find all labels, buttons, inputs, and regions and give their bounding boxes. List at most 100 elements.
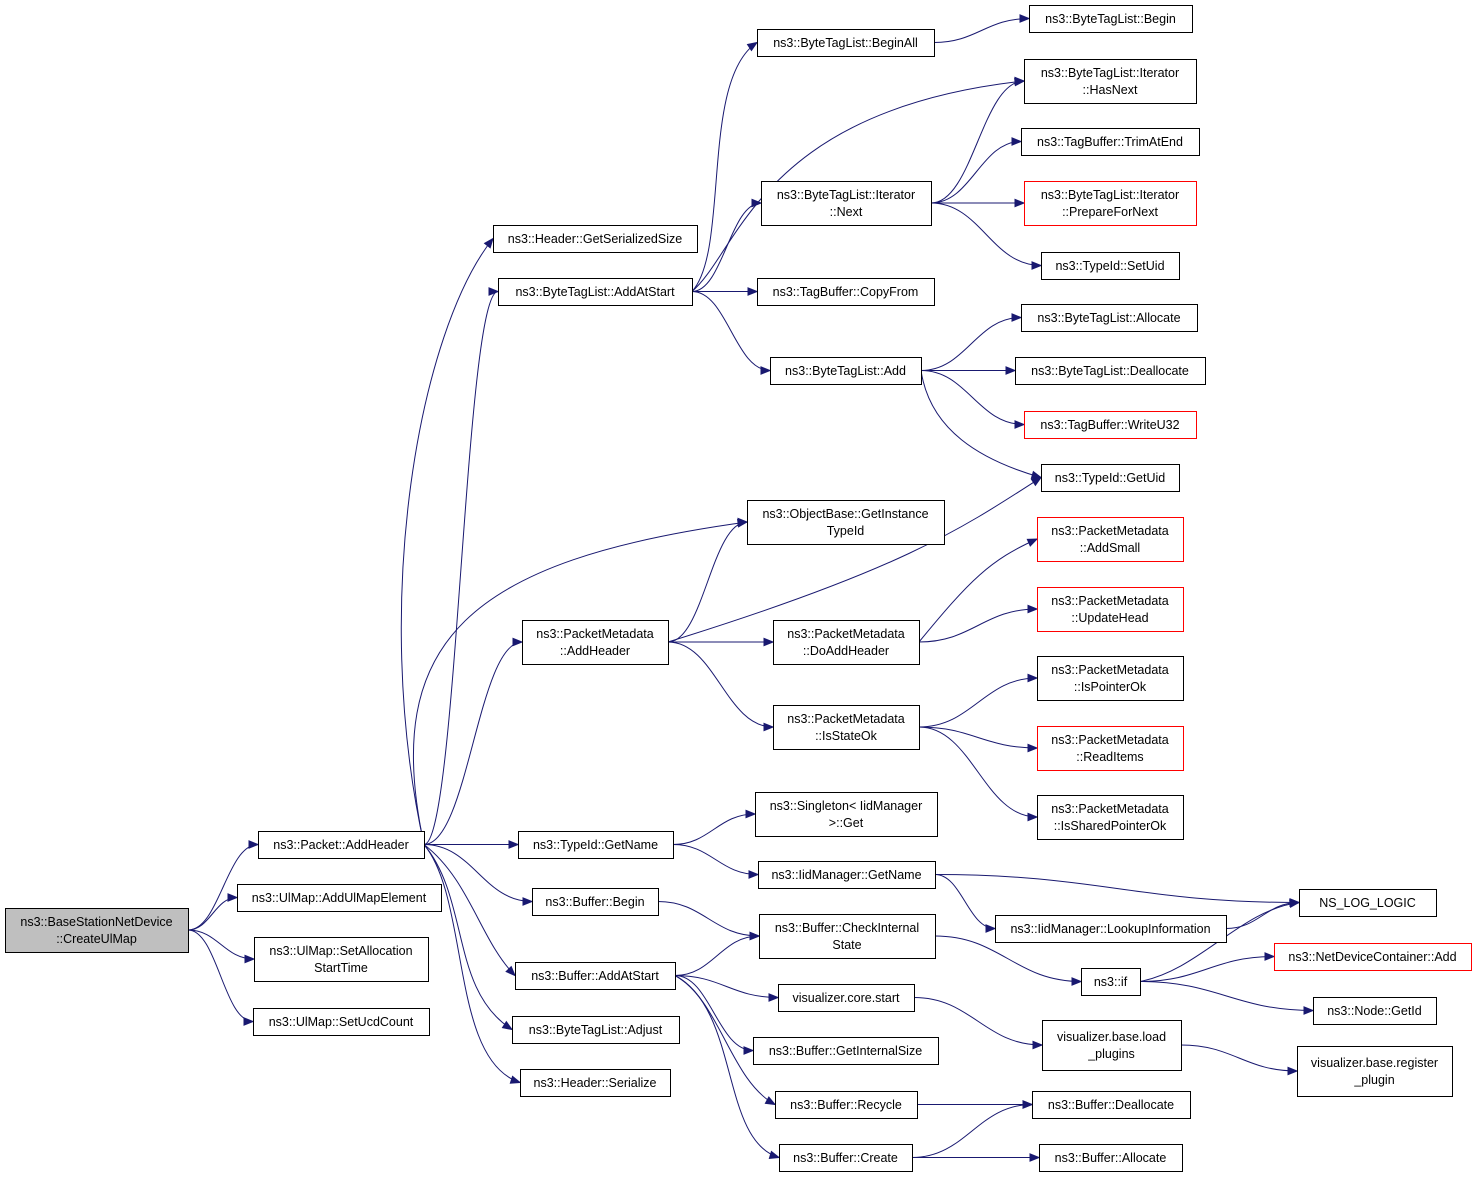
- node-label: ns3::TypeId::GetUid: [1055, 471, 1166, 485]
- node-label: ns3::ByteTagList::Iterator: [1041, 66, 1179, 80]
- call-edge-btl_add-to-tb_writeu32: [920, 370, 1026, 429]
- graph-node-buf-begin[interactable]: ns3::Buffer::Begin: [532, 888, 659, 916]
- graph-node-vis-base-register[interactable]: visualizer.base.register_plugin: [1297, 1046, 1453, 1097]
- node-label: visualizer.core.start: [793, 991, 901, 1005]
- graph-node-pm-readitems[interactable]: ns3::PacketMetadata::ReadItems: [1037, 726, 1184, 771]
- graph-node-buf-addatstart[interactable]: ns3::Buffer::AddAtStart: [515, 962, 676, 990]
- graph-node-tb-writeu32[interactable]: ns3::TagBuffer::WriteU32: [1024, 411, 1197, 439]
- node-label: ns3::TagBuffer::WriteU32: [1040, 418, 1179, 432]
- graph-node-root[interactable]: ns3::BaseStationNetDevice::CreateUlMap: [5, 908, 189, 953]
- graph-node-pm-addsmall[interactable]: ns3::PacketMetadata::AddSmall: [1037, 517, 1184, 562]
- call-edge-root-to-ulmap_setucd: [187, 929, 255, 1026]
- graph-node-tb-trimatend[interactable]: ns3::TagBuffer::TrimAtEnd: [1021, 128, 1200, 156]
- node-label: ns3::ObjectBase::GetInstance: [762, 507, 928, 521]
- graph-node-pm-addheader[interactable]: ns3::PacketMetadata::AddHeader: [522, 620, 669, 665]
- call-edge-vis_base_load-to-vis_base_register: [1180, 1044, 1299, 1076]
- graph-node-typeid-getuid[interactable]: ns3::TypeId::GetUid: [1041, 464, 1180, 492]
- node-label: ns3::TypeId::GetName: [533, 838, 658, 852]
- call-edge-pkt_addheader-to-hdr_serialize: [423, 844, 522, 1084]
- node-label: TypeId: [827, 524, 865, 538]
- call-edge-buf_addatstart-to-buf_getintsize: [674, 975, 755, 1055]
- call-edge-root-to-ulmap_setalloc: [187, 929, 256, 964]
- graph-node-btl-add[interactable]: ns3::ByteTagList::Add: [770, 357, 922, 385]
- graph-node-singleton-get[interactable]: ns3::Singleton< IidManager>::Get: [755, 792, 938, 837]
- node-label: ::HasNext: [1083, 83, 1138, 97]
- node-label: ns3::ByteTagList::Adjust: [529, 1023, 663, 1037]
- graph-node-iid-lookup[interactable]: ns3::IidManager::LookupInformation: [995, 915, 1227, 943]
- node-label: ns3::Buffer::Allocate: [1055, 1151, 1167, 1165]
- node-label: ns3::PacketMetadata: [787, 627, 904, 641]
- graph-node-vis-core-start[interactable]: visualizer.core.start: [778, 984, 915, 1012]
- node-label: ns3::PacketMetadata: [787, 712, 904, 726]
- graph-node-pm-doaddheader[interactable]: ns3::PacketMetadata::DoAddHeader: [773, 620, 920, 665]
- call-graph-edges: [187, 14, 1315, 1162]
- graph-node-typeid-setuid[interactable]: ns3::TypeId::SetUid: [1041, 252, 1180, 280]
- node-label: ns3::ByteTagList::AddAtStart: [515, 285, 675, 299]
- graph-node-buf-create[interactable]: ns3::Buffer::Create: [779, 1144, 913, 1172]
- node-label: ns3::PacketMetadata: [1051, 663, 1168, 677]
- graph-node-buf-getintsize[interactable]: ns3::Buffer::GetInternalSize: [753, 1037, 939, 1065]
- node-label: ns3::PacketMetadata: [1051, 524, 1168, 538]
- node-label: ::CreateUlMap: [56, 932, 137, 946]
- node-label: ns3::ByteTagList::Add: [785, 364, 906, 378]
- call-edge-pm_isstateok-to-pm_ispointerok: [918, 673, 1039, 728]
- call-edge-buf_begin-to-buf_checkint: [657, 901, 761, 941]
- call-edge-iid_getname-to-iid_lookup: [934, 874, 997, 933]
- node-label: ::IsStateOk: [815, 729, 878, 743]
- node-label: ns3::IidManager::LookupInformation: [1010, 922, 1210, 936]
- graph-node-pkt-addheader[interactable]: ns3::Packet::AddHeader: [258, 831, 425, 859]
- graph-node-buf-recycle[interactable]: ns3::Buffer::Recycle: [775, 1091, 918, 1119]
- graph-node-ndc-add[interactable]: ns3::NetDeviceContainer::Add: [1274, 943, 1472, 971]
- graph-node-iid-getname[interactable]: ns3::IidManager::GetName: [758, 861, 936, 889]
- node-label: ns3::PacketMetadata: [1051, 594, 1168, 608]
- call-edge-root-to-pkt_addheader: [187, 840, 260, 931]
- graph-node-btl-it-hasnext[interactable]: ns3::ByteTagList::Iterator::HasNext: [1024, 59, 1197, 104]
- graph-node-pm-updatehead[interactable]: ns3::PacketMetadata::UpdateHead: [1037, 587, 1184, 632]
- graph-node-buf-deallocate[interactable]: ns3::Buffer::Deallocate: [1032, 1091, 1191, 1119]
- graph-node-ns3-if[interactable]: ns3::if: [1081, 968, 1141, 996]
- node-label: visualizer.base.load: [1057, 1030, 1166, 1044]
- node-label: ::IsPointerOk: [1074, 680, 1147, 694]
- node-label: ns3::UlMap::AddUlMapElement: [252, 891, 427, 905]
- graph-node-btl-deallocate[interactable]: ns3::ByteTagList::Deallocate: [1015, 357, 1206, 385]
- graph-node-btl-it-next[interactable]: ns3::ByteTagList::Iterator::Next: [761, 181, 932, 226]
- graph-node-btl-begin[interactable]: ns3::ByteTagList::Begin: [1029, 5, 1193, 33]
- node-label: ns3::TagBuffer::CopyFrom: [773, 285, 919, 299]
- node-label: ns3::Header::GetSerializedSize: [508, 232, 682, 246]
- call-edge-buf_create-to-buf_allocate: [912, 1153, 1041, 1162]
- node-label: NS_LOG_LOGIC: [1319, 896, 1416, 910]
- graph-node-typeid-getname[interactable]: ns3::TypeId::GetName: [518, 831, 674, 859]
- graph-node-ns-log-logic[interactable]: NS_LOG_LOGIC: [1299, 889, 1437, 917]
- graph-node-btl-allocate[interactable]: ns3::ByteTagList::Allocate: [1021, 304, 1198, 332]
- graph-node-btl-addatstart[interactable]: ns3::ByteTagList::AddAtStart: [498, 278, 693, 306]
- graph-node-node-getid[interactable]: ns3::Node::GetId: [1313, 997, 1437, 1025]
- node-label: ns3::UlMap::SetUcdCount: [269, 1015, 414, 1029]
- graph-node-btl-beginall[interactable]: ns3::ByteTagList::BeginAll: [757, 29, 935, 57]
- graph-node-buf-allocate[interactable]: ns3::Buffer::Allocate: [1039, 1144, 1183, 1172]
- graph-node-hdr-getsersize[interactable]: ns3::Header::GetSerializedSize: [493, 225, 698, 253]
- call-edge-ns3_if-to-node_getid: [1139, 981, 1315, 1015]
- call-edge-btl_add-to-btl_deallocate: [921, 366, 1017, 375]
- graph-node-ulmap-addelem[interactable]: ns3::UlMap::AddUlMapElement: [237, 884, 442, 912]
- call-edge-pkt_addheader-to-hdr_getsersize: [400, 237, 494, 845]
- graph-node-vis-base-load[interactable]: visualizer.base.load _plugins: [1042, 1020, 1182, 1071]
- graph-node-tb-copyfrom[interactable]: ns3::TagBuffer::CopyFrom: [757, 278, 935, 306]
- node-label: ns3::Node::GetId: [1327, 1004, 1422, 1018]
- graph-node-pm-ispointerok[interactable]: ns3::PacketMetadata::IsPointerOk: [1037, 656, 1184, 701]
- node-label: _plugins: [1087, 1047, 1135, 1061]
- node-label: ns3::Buffer::Recycle: [790, 1098, 902, 1112]
- graph-node-hdr-serialize[interactable]: ns3::Header::Serialize: [520, 1069, 671, 1097]
- graph-node-ulmap-setucd[interactable]: ns3::UlMap::SetUcdCount: [253, 1008, 430, 1036]
- graph-node-btl-adjust[interactable]: ns3::ByteTagList::Adjust: [512, 1016, 680, 1044]
- graph-node-pm-issharedptr[interactable]: ns3::PacketMetadata::IsSharedPointerOk: [1037, 795, 1184, 840]
- call-edge-vis_core_start-to-vis_base_load: [913, 997, 1044, 1050]
- graph-node-pm-isstateok[interactable]: ns3::PacketMetadata::IsStateOk: [773, 705, 920, 750]
- graph-node-btl-it-prepare[interactable]: ns3::ByteTagList::Iterator::PrepareForNe…: [1024, 181, 1197, 226]
- call-edge-pm_isstateok-to-pm_issharedptr: [918, 726, 1039, 822]
- call-edge-pkt_addheader-to-typeid_getname: [424, 840, 520, 849]
- node-label: ns3::ByteTagList::Begin: [1045, 12, 1176, 26]
- call-edge-pkt_addheader-to-buf_addatstart: [423, 844, 516, 977]
